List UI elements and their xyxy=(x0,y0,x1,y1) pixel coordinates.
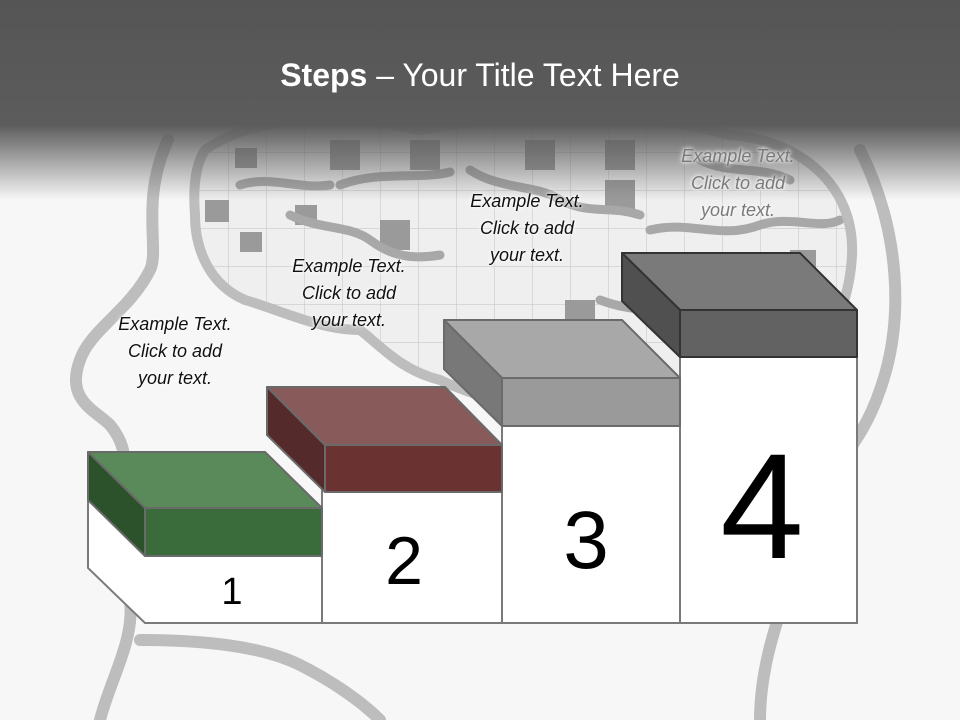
step-2-caption[interactable]: Example Text. Click to add your text. xyxy=(264,253,434,334)
step-1-caption[interactable]: Example Text. Click to add your text. xyxy=(90,311,260,392)
step-1-caption-line-2: Click to add xyxy=(127,341,223,361)
step-2-caption-line-1: Example Text. xyxy=(292,256,406,276)
step-4-caption-line-2: Click to add xyxy=(690,173,786,193)
step-4-number: 4 xyxy=(720,422,803,590)
step-4-block[interactable] xyxy=(621,252,858,358)
title-bold: Steps xyxy=(280,57,368,93)
title-bar xyxy=(0,0,960,200)
step-2-pillar xyxy=(321,489,503,624)
step-3-block[interactable] xyxy=(443,319,681,427)
step-3-caption[interactable]: Example Text. Click to add your text. xyxy=(442,188,612,269)
step-1-block[interactable] xyxy=(87,451,323,557)
step-3-number: 3 xyxy=(563,495,609,586)
step-2-number: 2 xyxy=(385,523,423,599)
step-1-caption-line-1: Example Text. xyxy=(118,314,232,334)
step-3-caption-line-1: Example Text. xyxy=(470,191,584,211)
step-1-caption-line-3: your text. xyxy=(137,368,213,388)
step-2-caption-line-3: your text. xyxy=(311,310,387,330)
step-2-block[interactable] xyxy=(266,386,503,493)
step-3-caption-line-2: Click to add xyxy=(479,218,575,238)
slide-title[interactable]: Steps – Your Title Text Here xyxy=(0,52,960,98)
step-4-caption-line-1: Example Text. xyxy=(681,146,795,166)
step-4-pillar xyxy=(679,354,858,624)
title-text: – Your Title Text Here xyxy=(367,57,680,93)
step-2-caption-line-2: Click to add xyxy=(301,283,397,303)
step-4-caption[interactable]: Example Text. Click to add your text. xyxy=(653,143,823,224)
step-3-caption-line-3: your text. xyxy=(489,245,565,265)
step-1-number: 1 xyxy=(221,571,242,613)
step-4-caption-line-3: your text. xyxy=(700,200,776,220)
